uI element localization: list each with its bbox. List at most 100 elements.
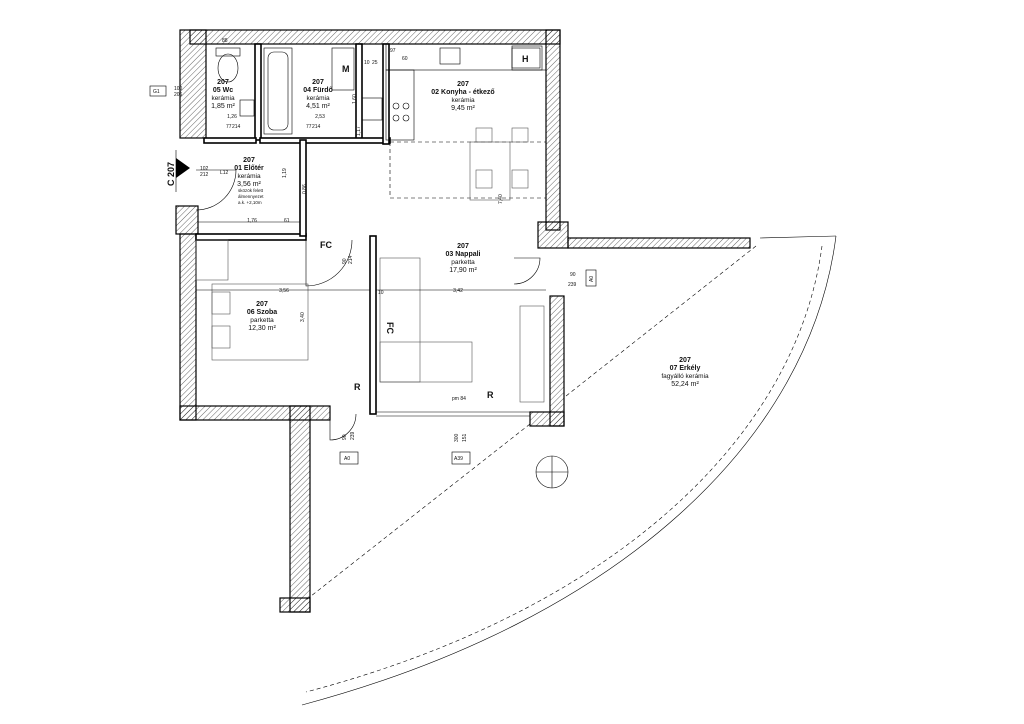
room-name: 04 Fürdő (303, 87, 333, 94)
dim-text: 61 (284, 218, 290, 224)
door-dim: 100 (174, 86, 183, 92)
room-area: 3,56 m² (237, 181, 261, 188)
dim-text: 214 (232, 124, 241, 130)
room-label-konyha: 207 02 Konyha - étkező kerámia 9,45 m² (431, 81, 494, 112)
column-entry (175, 205, 199, 235)
stove-burner (392, 114, 400, 122)
stove-burner (402, 114, 410, 122)
g1-label: G1 (153, 89, 160, 95)
partition-wc-furdo (254, 43, 262, 141)
kitchen-sink (439, 47, 461, 65)
eloter-note: álmennyezet (238, 194, 264, 199)
dim-text: 1,60 (352, 94, 358, 104)
room-area: 17,90 m² (449, 267, 477, 274)
room-name: 01 Előtér (234, 165, 264, 172)
window-tag: A39 (454, 456, 463, 462)
chair (475, 169, 493, 189)
dim-text: 2,53 (315, 114, 325, 120)
room-area: 9,45 m² (451, 105, 475, 112)
room-material: kerámia (237, 173, 261, 180)
dim-text: 25 (372, 60, 378, 66)
balcony-parapet-end (279, 597, 311, 613)
balcony-diagonal (305, 423, 531, 601)
door-swing-balcony (513, 257, 541, 285)
wardrobe (195, 239, 229, 281)
bathtub (263, 47, 293, 135)
door-dim: 206 (174, 92, 183, 98)
dim-text: 1,26 (227, 114, 237, 120)
window-dim: 300 (454, 433, 460, 442)
window-dim: 151 (462, 433, 468, 442)
dimensions: 3,56 3,40 3,42 10 7,40 1,76 1,19 0,86 61… (174, 38, 597, 465)
washbasin (361, 97, 383, 121)
window-tag-box (451, 451, 471, 465)
eloter-note: sközök felett (238, 188, 264, 193)
dim-text: 1,19 (282, 168, 288, 178)
dim-text: 3,56 (279, 288, 289, 294)
window-dim: 239 (350, 431, 356, 440)
entry-dim: 102 (200, 166, 209, 172)
eloter-note: a.k. +2,10m (238, 200, 262, 205)
dim-text: 3,42 (453, 288, 463, 294)
balcony-diagonal (565, 245, 757, 397)
radiator-label: R (487, 390, 494, 400)
window-dim: 90 (342, 434, 348, 440)
room-material: parketta (451, 259, 475, 266)
room-number: 207 (312, 79, 324, 86)
balcony-inner-curve (305, 245, 823, 693)
room-name: 02 Konyha - étkező (431, 89, 494, 96)
bed (211, 283, 309, 361)
kitchen-counter-side (385, 69, 415, 141)
m-label: M (342, 64, 350, 74)
dim-text: 88 (222, 38, 228, 44)
room-number: 207 (679, 357, 691, 364)
sofa-chaise (379, 341, 473, 383)
partition-szoba-top (195, 233, 307, 241)
room-material: fagyálló kerámia (661, 373, 709, 380)
g1-box (149, 85, 167, 97)
partition-furdo-konyha (355, 43, 363, 141)
fan-coil-label: FC (320, 240, 332, 250)
kitchen-zone-outline (389, 141, 547, 199)
room-label-nappali: 207 03 Nappali parketta 17,90 m² (445, 243, 480, 274)
window-tag-box (339, 451, 359, 465)
dim-text: 10 (378, 290, 384, 296)
balcony-parapet-top (567, 237, 751, 249)
wall-right-kitchen (545, 29, 561, 231)
bathtub-inner (267, 51, 289, 131)
room-material: kerámia (306, 95, 330, 102)
room-name: 07 Erkély (670, 365, 701, 372)
pm-label: pm 84 (452, 396, 466, 402)
room-number: 207 (256, 301, 268, 308)
balcony-parapet-left (289, 405, 311, 613)
wall-right-living (549, 295, 565, 427)
wall-bottom-living (529, 411, 565, 427)
radiator-label: R (354, 382, 361, 392)
door-swing-szoba (305, 239, 353, 287)
stove-burner (402, 102, 410, 110)
partition-eloter-right (299, 139, 307, 237)
chair (511, 169, 529, 189)
room-material: kerámia (211, 95, 235, 102)
room-label-szoba: 207 06 Szoba parketta 12,30 m² (247, 301, 277, 332)
room-label-eloter: 207 01 Előtér kerámia 3,56 m² (234, 157, 264, 188)
walls (175, 29, 751, 613)
room-number: 207 (457, 243, 469, 250)
chair (511, 127, 529, 143)
dim-text: 97 (390, 48, 396, 54)
wc-sink (239, 99, 255, 117)
dim-text: 1,76 (247, 218, 257, 224)
room-material: kerámia (451, 97, 475, 104)
door-swing-a0 (329, 413, 357, 441)
h-label: H (522, 54, 529, 64)
room-area: 52,24 m² (671, 381, 699, 388)
chair (475, 127, 493, 143)
balcony-edge (759, 235, 837, 239)
dim-text: 77 (306, 124, 312, 130)
room-area: 1,85 m² (211, 103, 235, 110)
room-label-furdo: 207 04 Fürdő kerámia 4,51 m² (303, 79, 333, 110)
room-number: 207 (217, 79, 229, 86)
dim-text: 10 (364, 60, 370, 66)
dim-text: 3,40 (300, 312, 306, 322)
